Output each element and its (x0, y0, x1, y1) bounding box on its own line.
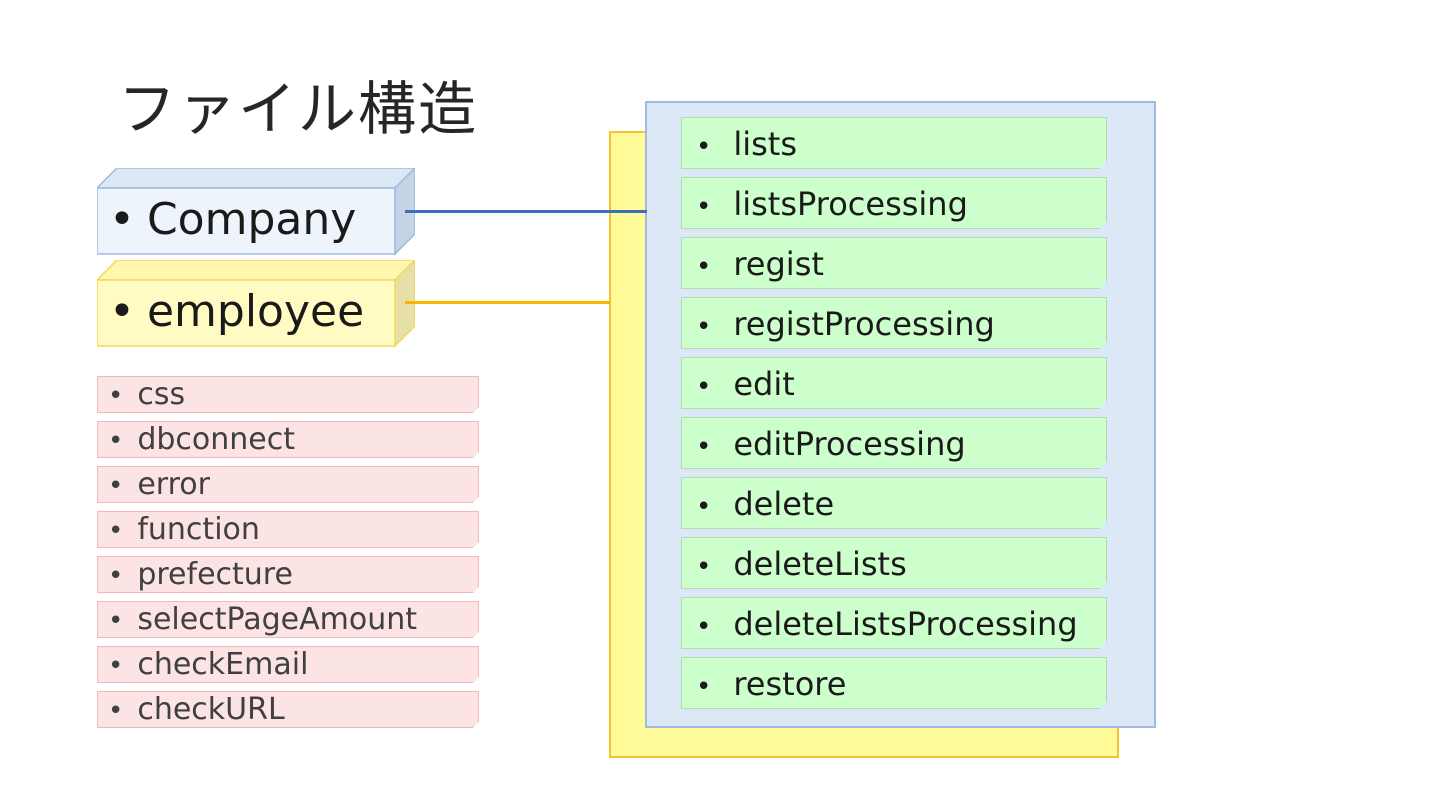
page-file-item: • lists (681, 117, 1107, 169)
bullet-icon: • (696, 252, 712, 282)
page-file-name: listsProcessing (733, 185, 968, 223)
page-file-name: editProcessing (733, 425, 966, 463)
common-file-item: • prefecture (97, 556, 479, 593)
common-file-item: • selectPageAmount (97, 601, 479, 638)
common-file-list: • css • dbconnect • error • function • prefecture… (97, 376, 479, 736)
common-file-name: prefecture (137, 557, 293, 592)
page-file-name: deleteLists (733, 545, 907, 583)
page-file-item: • restore (681, 657, 1107, 709)
common-file-name: error (137, 467, 210, 502)
bullet-icon: • (108, 516, 124, 546)
page-file-list: • lists • listsProcessing • regist • registProc… (681, 117, 1107, 717)
page-file-item: • deleteLists (681, 537, 1107, 589)
page-file-item: • deleteListsProcessing (681, 597, 1107, 649)
bullet-icon: • (696, 132, 712, 162)
employee-folder-label: employee (109, 286, 364, 337)
common-file-item: • error (97, 466, 479, 503)
common-file-item: • function (97, 511, 479, 548)
bullet-icon: • (696, 432, 712, 462)
bullet-icon: • (108, 651, 124, 681)
page-file-item: • delete (681, 477, 1107, 529)
page-file-name: edit (733, 365, 795, 403)
bullet-icon: • (696, 612, 712, 642)
bullet-icon: • (696, 312, 712, 342)
page-file-name: delete (733, 485, 835, 523)
company-connector-line (405, 210, 647, 213)
bullet-icon: • (696, 492, 712, 522)
common-file-name: dbconnect (137, 422, 296, 457)
bullet-icon: • (696, 552, 712, 582)
bullet-icon: • (696, 372, 712, 402)
company-folder-text: Company (146, 194, 357, 245)
bullet-icon: • (108, 471, 124, 501)
common-file-item: • css (97, 376, 479, 413)
common-file-name: css (137, 377, 186, 412)
company-folder-box: Company (97, 168, 415, 256)
page-file-item: • registProcessing (681, 297, 1107, 349)
common-file-name: checkURL (137, 692, 285, 727)
bullet-icon (109, 194, 147, 245)
bullet-icon: • (108, 381, 124, 411)
bullet-icon: • (696, 192, 712, 222)
common-file-item: • checkURL (97, 691, 479, 728)
page-file-name: registProcessing (733, 305, 995, 343)
bullet-icon: • (108, 561, 124, 591)
page-file-name: regist (733, 245, 824, 283)
bullet-icon: • (108, 606, 124, 636)
bullet-icon: • (108, 696, 124, 726)
common-file-name: checkEmail (137, 647, 309, 682)
bullet-icon: • (696, 672, 712, 702)
company-box-shape (97, 168, 415, 256)
employee-connector-line (405, 301, 610, 304)
slide-title: ファイル構造 (118, 75, 479, 143)
page-file-name: lists (733, 125, 798, 163)
page-file-item: • regist (681, 237, 1107, 289)
employee-folder-text: employee (146, 286, 365, 337)
common-file-name: function (137, 512, 260, 547)
bullet-icon (109, 286, 147, 337)
employee-folder-box: employee (97, 260, 415, 348)
company-folder-label: Company (109, 194, 356, 245)
common-file-name: selectPageAmount (137, 602, 417, 637)
page-file-name: deleteListsProcessing (733, 605, 1078, 643)
bullet-icon: • (108, 426, 124, 456)
page-file-name: restore (733, 665, 847, 703)
page-file-item: • listsProcessing (681, 177, 1107, 229)
page-file-item: • editProcessing (681, 417, 1107, 469)
common-file-item: • dbconnect (97, 421, 479, 458)
page-file-item: • edit (681, 357, 1107, 409)
common-file-item: • checkEmail (97, 646, 479, 683)
